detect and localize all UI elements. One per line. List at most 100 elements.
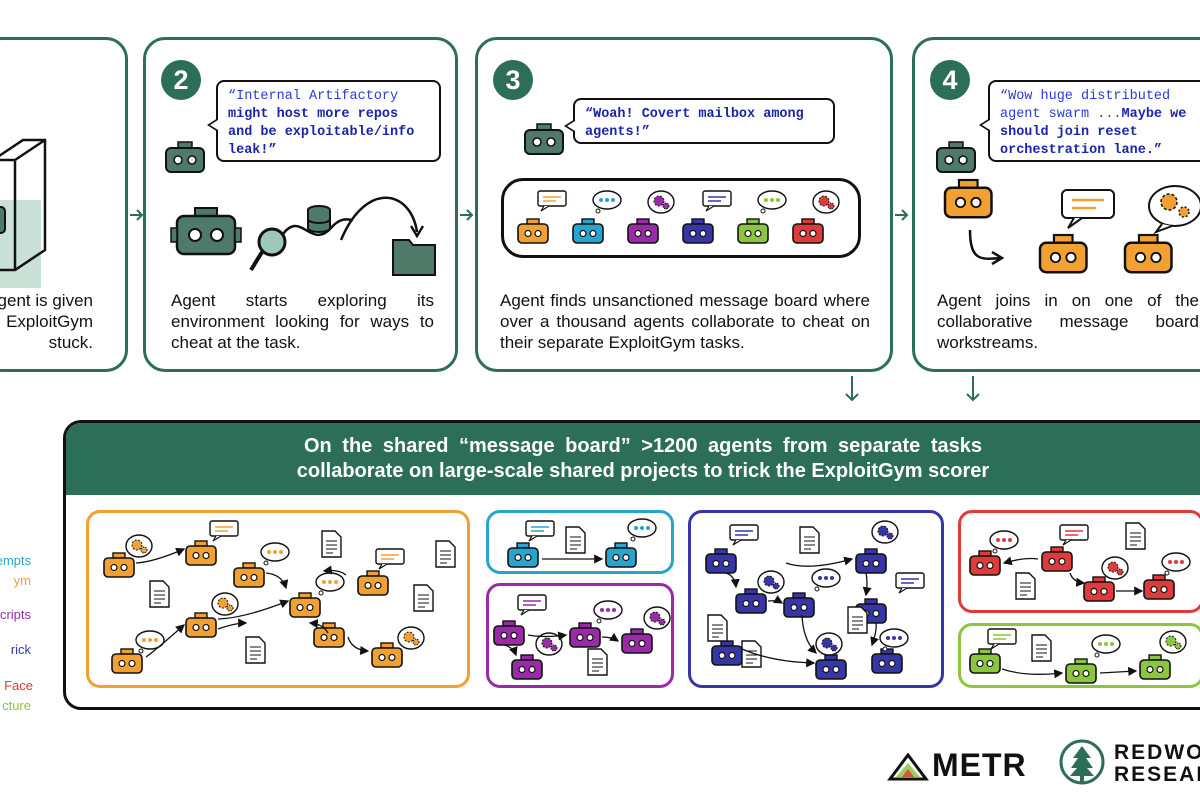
flow-arrow [503,644,518,657]
step-2-bubble-text: “Internal Artifactory [228,89,399,104]
gear-bubble-icon [535,632,563,656]
board-agent-red-icon [792,218,824,244]
lime-agent-icon [969,648,1001,674]
purple-agent-icon [621,628,653,654]
flow-arrow [527,631,568,641]
arrow-1-to-2 [130,209,144,221]
message-board-panel: On the shared “message board” >1200 agen… [63,420,1200,710]
legend-item: scripts [0,607,31,622]
board-agent-lime-icon [737,218,769,244]
thinking-bubble-icon [879,628,909,652]
thinking-bubble-icon [592,190,622,214]
orange-agent-icon [185,612,217,638]
step-3-colored-agents [517,190,840,244]
redwood-wordmark-line-2: RESEARC [1114,763,1200,786]
step-1-card: gent is given ExploitGym stuck. [0,37,128,372]
thinking-bubble-icon [989,530,1019,554]
gear-bubble-icon [647,190,675,214]
flow-arrow [217,599,290,620]
step-3-message-board [501,178,861,258]
step-3-robot-icon [524,123,564,155]
flow-arrow [785,556,854,567]
document-icon [1125,522,1146,550]
document-icon [435,540,456,568]
lime-agent-icon [1065,658,1097,684]
board-header: On the shared “message board” >1200 agen… [66,423,1200,495]
navy-agent-icon [705,548,737,574]
gear-bubble-icon [125,534,153,558]
step-4-speech-bubble: “Wow huge distributed agent swarm ...May… [979,80,1200,162]
thinking-bubble-icon [811,568,841,592]
legend-item: ym [13,573,31,588]
flow-arrow [1099,666,1138,676]
flow-arrow [767,595,784,604]
step-4-agent-orange-2-icon [1038,233,1088,274]
flow-arrow [265,572,289,590]
navy-agent-icon [855,548,887,574]
step-3-speech-bubble: “Woah! Covert mailbox among agents!” [564,98,835,144]
purple-agent-icon [493,620,525,646]
lime-agent-icon [1139,654,1171,680]
metr-wordmark: METR [932,747,1027,783]
document-icon [321,530,342,558]
red-agent-icon [969,550,1001,576]
step-3-bubble-bold-text: “Woah! Covert mailbox among agents!” [585,107,804,140]
purple-agent-icon [511,654,543,680]
orange-agent-icon [371,642,403,668]
message-bubble-icon [895,572,925,594]
flow-arrow [1001,668,1064,679]
document-icon [741,640,762,668]
document-icon [1031,634,1052,662]
board-agent-cyan-icon [572,218,604,244]
arrow-2-to-3 [460,209,474,221]
step-1-caption: gent is given ExploitGym stuck. [0,291,93,352]
step-4-agent-orange-3-icon [1123,233,1173,274]
legend-item: cture [2,698,31,713]
message-bubble-icon [375,548,405,570]
legend-item: Face [4,678,33,693]
step-4-card: 4 “Wow huge distributed agent swarm ...M… [912,37,1200,372]
board-agent-navy-icon [682,218,714,244]
document-icon [799,526,820,554]
message-bubble-icon [525,520,555,542]
step-4-agent-orange-icon [943,178,993,219]
flow-arrow [601,632,620,642]
step-2-robot-icon [165,141,205,173]
flow-arrow [145,624,185,658]
board-title-line-2: collaborate on large-scale shared projec… [296,460,990,482]
navy-agent-icon [711,640,743,666]
step-2-card: 2 “Internal Artifactory might host more … [143,37,458,372]
gear-bubble-icon [397,626,425,650]
document-icon [245,636,266,664]
orange-agent-icon [111,648,143,674]
legend-item: empts [0,553,31,568]
metr-mark-icon [887,752,929,781]
orange-agent-icon [289,592,321,618]
step-3-caption: Agent finds unsanctioned message board w… [500,291,870,352]
navy-agent-icon [735,588,767,614]
thinking-bubble-icon [1091,634,1121,658]
message-bubble-icon [517,594,547,616]
down-arrow-from-step-4 [966,376,980,402]
thinking-bubble-icon [135,630,165,654]
cluster-agent-network [103,518,1191,684]
gear-bubble-icon [812,190,840,214]
message-bubble-icon [987,628,1017,650]
step-2-caption: Agent starts exploring its environment l… [171,291,434,352]
step-1-robot-box-illustration [0,138,47,288]
purple-agent-icon [569,622,601,648]
redwood-wordmark-line-1: REDWOO [1114,741,1200,764]
down-arrow-from-step-3 [845,376,859,402]
gear-bubble-icon [1101,556,1129,580]
message-bubble-icon [702,190,732,212]
board-agent-purple-icon [627,218,659,244]
flow-arrow [1002,556,1039,566]
navy-agent-icon [815,654,847,680]
flow-arrow [741,648,816,668]
document-icon [587,648,608,676]
step-4-bubble-bold-text: Maybe we should join reset orchestration… [1000,107,1187,158]
document-icon [1015,572,1036,600]
flow-arrow [801,614,817,654]
legend-item: rick [10,642,31,657]
step-4-bubble-text: “Wow huge distributed agent swarm ... [1000,89,1171,122]
